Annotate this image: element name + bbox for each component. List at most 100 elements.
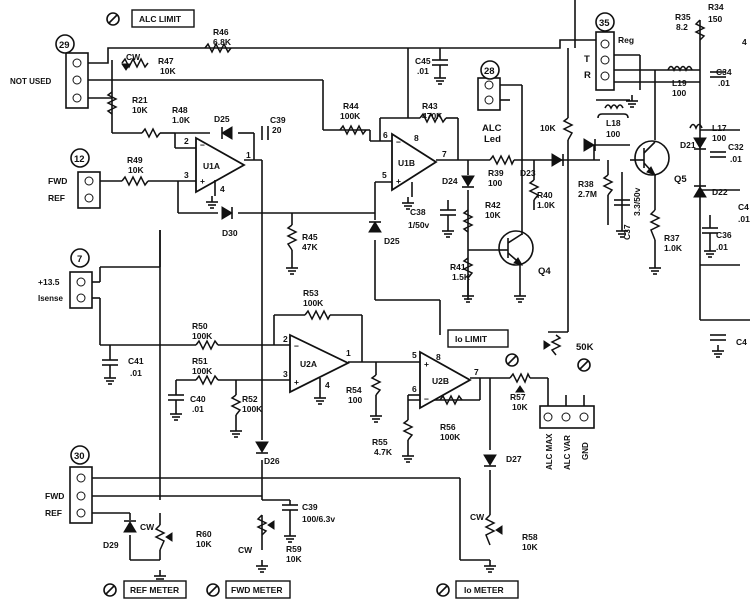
- svg-text:2.7M: 2.7M: [578, 189, 597, 199]
- svg-text:10K: 10K: [485, 210, 501, 220]
- opamps: −+ −+ −+ +−: [195, 132, 472, 410]
- capacitors: [102, 59, 726, 530]
- svg-text:4: 4: [325, 380, 330, 390]
- svg-text:C40: C40: [190, 394, 206, 404]
- svg-text:.01: .01: [738, 214, 750, 224]
- svg-text:R34: R34: [708, 2, 724, 12]
- svg-text:−: −: [200, 140, 205, 150]
- opamp-labels: U1A U1B U2A U2B 2 1 3 4 8 6 7 5 2 1 3 4 …: [184, 130, 479, 394]
- svg-text:−: −: [424, 394, 429, 404]
- svg-text:1.0K: 1.0K: [172, 115, 191, 125]
- connector-29-id: 29: [59, 40, 70, 51]
- svg-text:7: 7: [442, 149, 447, 159]
- svg-text:8.2: 8.2: [676, 22, 688, 32]
- svg-text:R51: R51: [192, 356, 208, 366]
- svg-text:R38: R38: [578, 179, 594, 189]
- svg-text:8: 8: [414, 133, 419, 143]
- svg-text:R59: R59: [286, 544, 302, 554]
- svg-text:C45: C45: [415, 56, 431, 66]
- connector-30-id: 30: [74, 451, 85, 462]
- svg-text:6: 6: [383, 130, 388, 140]
- u1b-opamp: [391, 132, 438, 192]
- u1b-label: U1B: [398, 158, 415, 168]
- svg-text:10K: 10K: [196, 539, 212, 549]
- svg-text:C34: C34: [716, 67, 732, 77]
- j12-fwd-label: FWD: [48, 176, 67, 186]
- svg-text:D25: D25: [214, 114, 230, 124]
- svg-text:100K: 100K: [340, 111, 361, 121]
- svg-text:CW: CW: [126, 52, 141, 62]
- svg-text:Q5: Q5: [674, 174, 687, 185]
- svg-text:−: −: [294, 341, 299, 351]
- svg-text:D29: D29: [103, 540, 119, 550]
- svg-text:470K: 470K: [422, 111, 443, 121]
- svg-text:R39: R39: [488, 168, 504, 178]
- svg-text:10K: 10K: [286, 554, 302, 564]
- io-meter-label: Io METER: [464, 585, 504, 595]
- svg-text:4: 4: [220, 184, 225, 194]
- j30-fwd-label: FWD: [45, 491, 64, 501]
- svg-text:D24: D24: [442, 176, 458, 186]
- u2a-opamp: [289, 333, 351, 394]
- svg-text:C36: C36: [716, 230, 732, 240]
- pot-wipers: [121, 63, 551, 542]
- svg-text:R52: R52: [242, 394, 258, 404]
- svg-text:2: 2: [283, 334, 288, 344]
- connector-12-id: 12: [74, 154, 85, 165]
- svg-text:Q4: Q4: [538, 266, 551, 277]
- j7-isense-label: Isense: [38, 294, 63, 303]
- svg-text:.01: .01: [130, 368, 142, 378]
- svg-text:3.3/50v: 3.3/50v: [632, 187, 642, 216]
- svg-text:1.0K: 1.0K: [537, 200, 556, 210]
- svg-text:R42: R42: [485, 200, 501, 210]
- svg-text:R55: R55: [372, 437, 388, 447]
- wires: [88, 0, 750, 561]
- transistors: [498, 140, 670, 266]
- inductors: [597, 65, 703, 131]
- svg-text:1.0K: 1.0K: [664, 243, 683, 253]
- svg-text:.01: .01: [718, 78, 730, 88]
- adjust-labels: ALC LIMIT Io LIMIT REF METER FWD METER I…: [103, 9, 591, 599]
- svg-text:5: 5: [382, 170, 387, 180]
- svg-text:C32: C32: [728, 142, 744, 152]
- connector-7-id: 7: [77, 254, 82, 265]
- j30-ref-label: REF: [45, 508, 62, 518]
- svg-text:R35: R35: [675, 12, 691, 22]
- svg-text:100K: 100K: [242, 404, 263, 414]
- u2b-opamp: [419, 350, 472, 410]
- svg-text:100K: 100K: [303, 298, 324, 308]
- svg-text:R41: R41: [450, 262, 466, 272]
- svg-text:1: 1: [346, 348, 351, 358]
- svg-text:+: +: [200, 176, 205, 186]
- io-limit-label: Io LIMIT: [455, 334, 488, 344]
- svg-text:10K: 10K: [160, 66, 176, 76]
- j28-alc-label: ALC: [482, 123, 502, 134]
- svg-text:10K: 10K: [522, 542, 538, 552]
- svg-text:.01: .01: [192, 404, 204, 414]
- svg-text:C39: C39: [302, 502, 318, 512]
- svg-text:ALC VAR: ALC VAR: [563, 435, 572, 470]
- svg-text:5: 5: [412, 350, 417, 360]
- svg-text:+: +: [294, 377, 299, 387]
- svg-text:R54: R54: [346, 385, 362, 395]
- svg-text:R21: R21: [132, 95, 148, 105]
- svg-text:CW: CW: [140, 522, 155, 532]
- svg-text:R46: R46: [213, 27, 229, 37]
- alc-limit-label: ALC LIMIT: [139, 14, 182, 24]
- svg-text:100K: 100K: [440, 432, 461, 442]
- svg-text:100: 100: [348, 395, 362, 405]
- ref-meter-label: REF METER: [130, 585, 179, 595]
- svg-text:R53: R53: [303, 288, 319, 298]
- svg-text:.01: .01: [417, 66, 429, 76]
- svg-text:1: 1: [246, 150, 251, 160]
- u2b-label: U2B: [432, 376, 449, 386]
- svg-text:D27: D27: [506, 454, 522, 464]
- svg-text:D21: D21: [680, 140, 696, 150]
- j35-r-label: R: [584, 70, 591, 81]
- u1a-opamp: [195, 136, 246, 194]
- connector-28-id: 28: [484, 66, 495, 77]
- svg-text:D30: D30: [222, 228, 238, 238]
